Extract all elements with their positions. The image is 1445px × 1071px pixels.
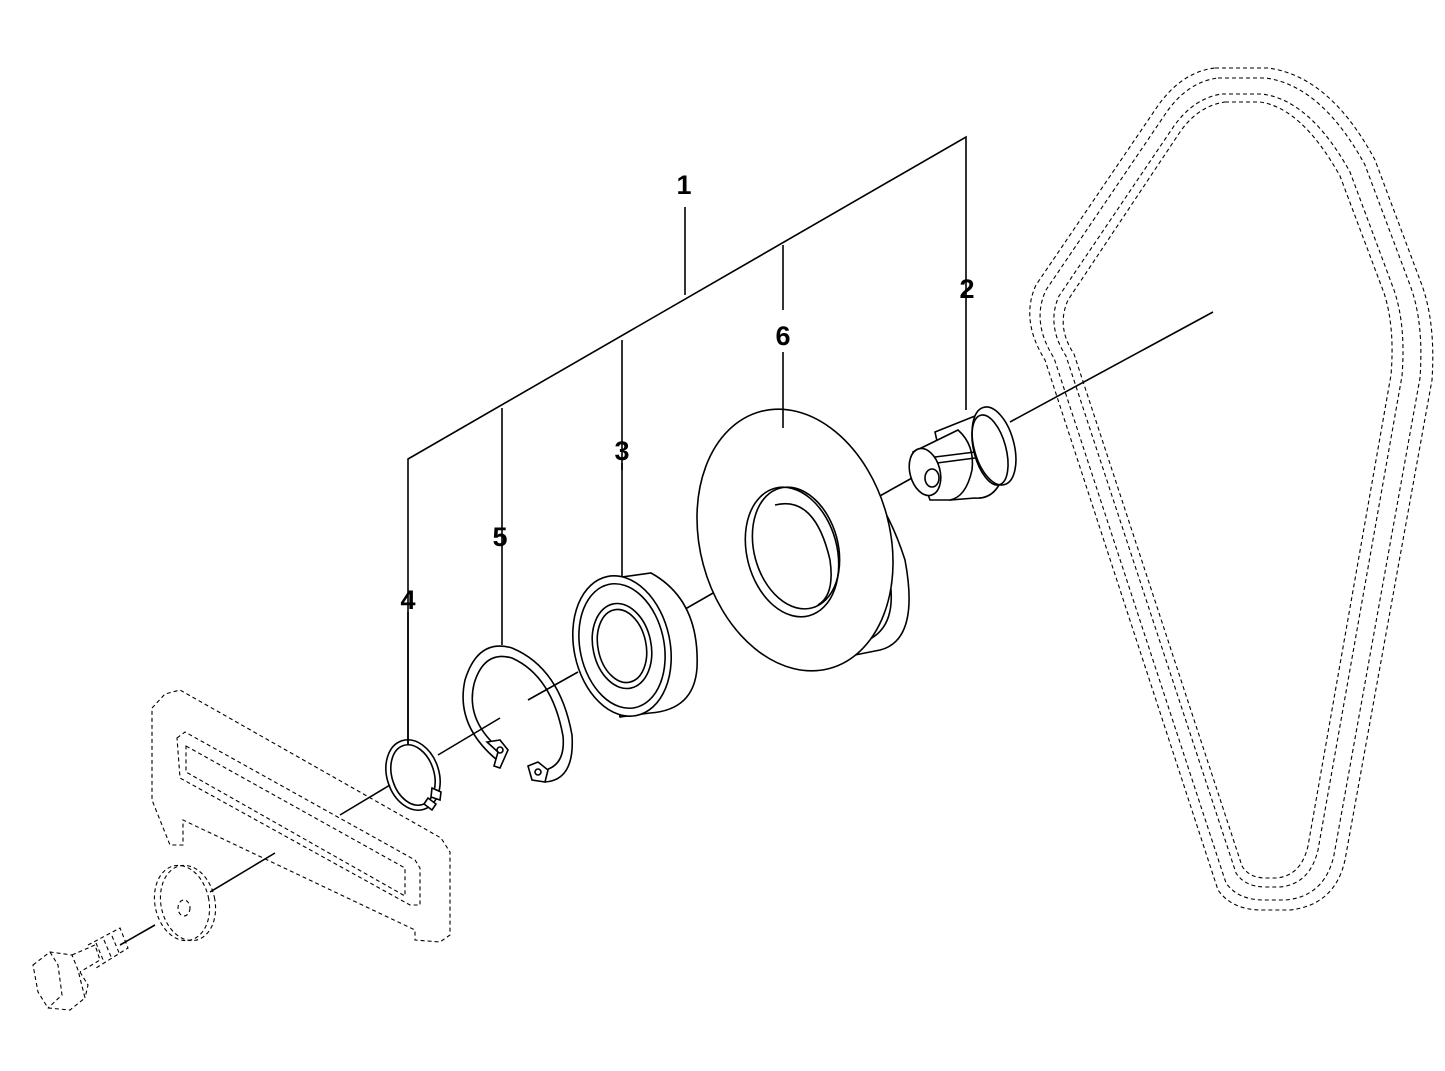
callout-4: 4 [400, 585, 415, 615]
callout-1: 1 [676, 170, 691, 200]
callout-5: 5 [492, 522, 507, 552]
circlip-small-icon [385, 739, 442, 812]
bushing-icon [908, 406, 1017, 501]
bolt-icon [32, 927, 129, 1011]
washer-icon [153, 864, 217, 942]
drive-belt-icon [1029, 67, 1434, 911]
ball-bearing-icon [571, 572, 698, 718]
callout-2: 2 [959, 274, 974, 304]
callout-6: 6 [775, 321, 790, 351]
callout-3: 3 [614, 436, 629, 466]
pulley-icon [696, 408, 910, 672]
callout-leaders [407, 135, 967, 745]
mounting-bracket-icon [151, 689, 451, 943]
retaining-ring-icon [462, 645, 574, 783]
